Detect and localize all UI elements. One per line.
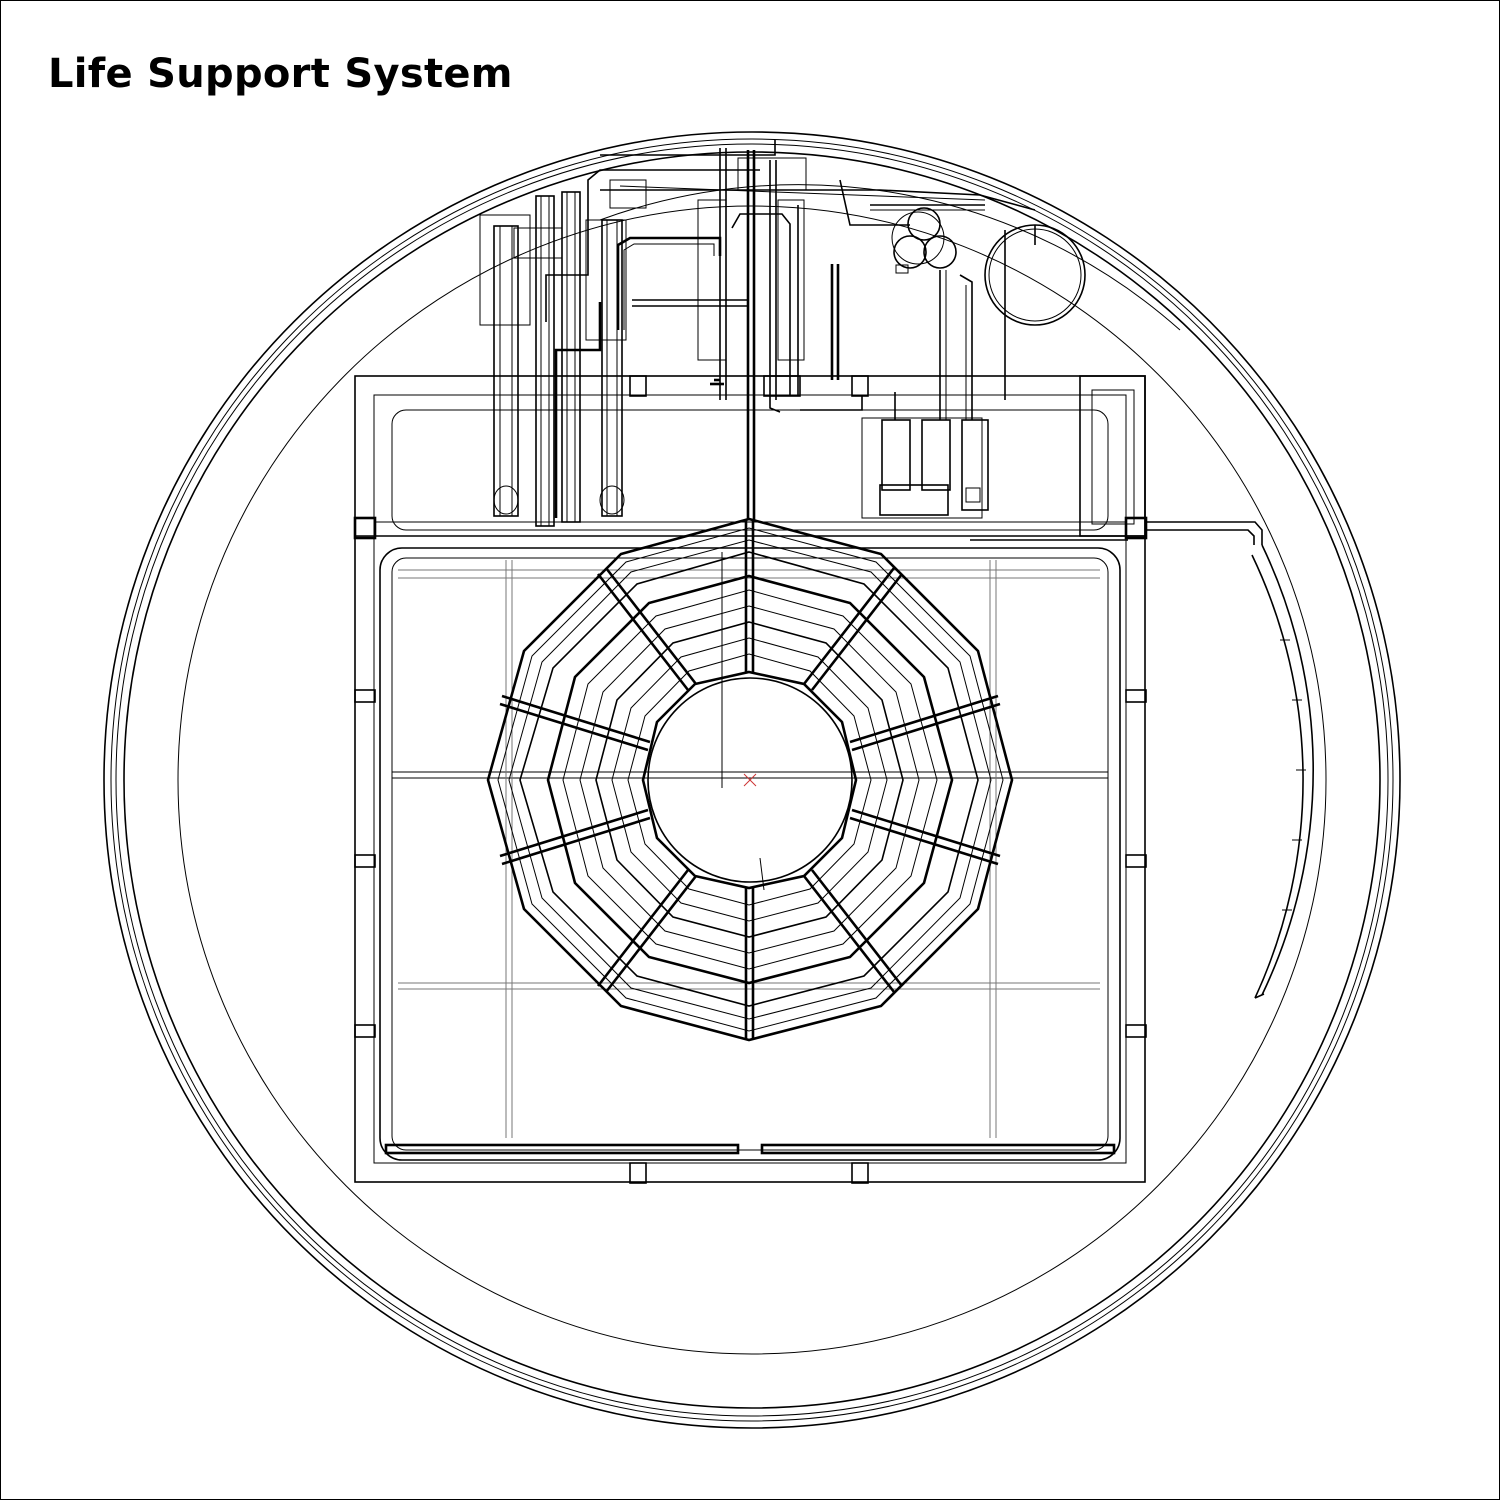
- center-marker: [743, 773, 757, 787]
- inner-arc: [599, 184, 1181, 331]
- curved-side-pipe: [1251, 544, 1314, 999]
- page-title: Life Support System: [48, 51, 513, 97]
- core-spokes: [499, 520, 1001, 1040]
- core-rings: [486, 517, 1014, 1042]
- piping-network: [479, 140, 1263, 545]
- outer-hull-rings: [103, 131, 1401, 1429]
